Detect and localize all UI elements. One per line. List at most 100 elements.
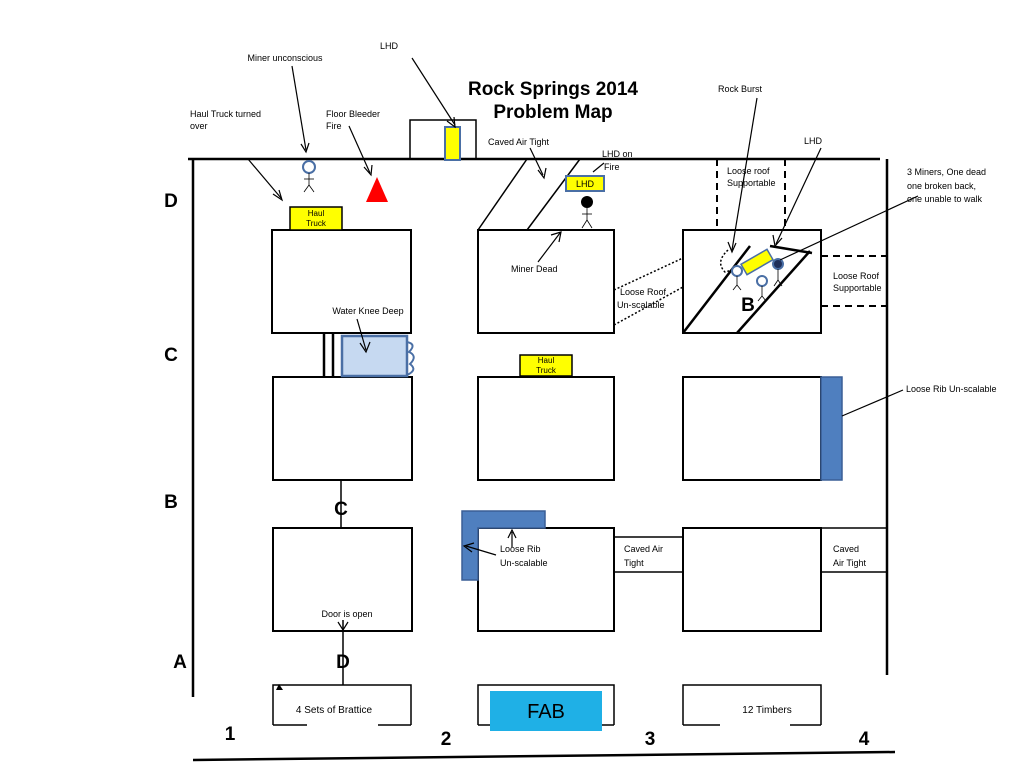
pillar-b2 xyxy=(477,527,615,632)
caved-air-tight-right-label-2: Air Tight xyxy=(833,558,867,568)
row-label-d: D xyxy=(164,191,178,212)
floor-bleeder-arrowhead xyxy=(363,164,373,177)
pillar-c1 xyxy=(272,376,413,481)
timbers-label: 12 Timbers xyxy=(742,705,791,716)
haul-truck-c2 xyxy=(519,354,573,377)
haul-truck-over-arrow xyxy=(247,158,282,199)
haul-truck-over-label-2: over xyxy=(190,121,208,131)
fab-box xyxy=(490,691,602,731)
pillar-c3 xyxy=(682,376,822,481)
burst-diagonal-3 xyxy=(769,244,813,255)
pillar-b3 xyxy=(682,527,822,632)
loose-rib-right-arrow xyxy=(841,389,904,417)
burst-diagonal-1 xyxy=(682,245,751,334)
loose-roof-supportable-right-label-2: Supportable xyxy=(833,283,882,293)
loose-roof-unscalable-dots-1 xyxy=(613,257,684,291)
small-marker xyxy=(276,684,283,690)
lhd-on-fire-arrow xyxy=(592,162,605,173)
loose-roof-supportable-top-label-1: Loose roof xyxy=(727,166,770,176)
miner-figure-2 xyxy=(772,258,784,287)
lhd-right-arrowhead xyxy=(772,234,783,248)
col-label-3: 3 xyxy=(645,729,656,750)
lhd-top-equipment xyxy=(444,126,461,161)
loose-rib-arrowhead-left xyxy=(462,542,475,553)
miner-unconscious-figure xyxy=(302,160,316,193)
caved-air-tight-top-label: Caved Air Tight xyxy=(488,137,550,147)
loose-rib-label-2: Un-scalable xyxy=(500,558,548,568)
loose-roof-supportable-right-area xyxy=(821,255,887,307)
lhd-on-fire-label-2: Fire xyxy=(604,162,620,172)
lhd-right-arrow xyxy=(775,147,822,245)
miner-dead-arrow xyxy=(537,232,561,263)
pillar-a1 xyxy=(272,684,412,726)
letter-c-marker: C xyxy=(334,499,348,520)
haul-truck-over-arrowhead xyxy=(272,189,284,202)
water-knee-deep-arrowhead xyxy=(359,341,371,354)
fire-icon xyxy=(366,177,388,202)
caved-air-tight-top-arrowhead xyxy=(537,167,547,180)
haul-truck-c2-tag-1: Haul xyxy=(538,356,555,365)
floor-bleeder-arrow xyxy=(348,125,371,174)
letter-d-marker: D xyxy=(336,652,350,673)
water-knee-deep-label: Water Knee Deep xyxy=(332,306,403,316)
haul-truck-over-label-1: Haul Truck turned xyxy=(190,109,261,119)
lhd-on-fire-tag: LHD xyxy=(576,179,595,189)
row-label-a: A xyxy=(173,652,187,673)
water-area xyxy=(340,334,409,378)
row-label-c: C xyxy=(164,345,178,366)
miner-figure-3 xyxy=(756,275,768,302)
loose-rib-b2 xyxy=(461,510,546,581)
caved-air-tight-right-label-1: Caved xyxy=(833,544,859,554)
three-miners-label-1: 3 Miners, One dead xyxy=(907,167,986,177)
lhd-top-arrow xyxy=(411,57,456,126)
caved-diagonal-1 xyxy=(477,158,528,231)
fab-label: FAB xyxy=(527,701,565,723)
floor-bleeder-label-1: Floor Bleeder xyxy=(326,109,380,119)
caved-diagonal-2 xyxy=(526,158,581,231)
caved-air-tight-top-arrow xyxy=(529,147,544,176)
lhd-on-fire-label-1: LHD on xyxy=(602,149,633,159)
loose-roof-supportable-top-label-2: Supportable xyxy=(727,178,776,188)
loose-rib-arrow-left xyxy=(465,545,497,556)
haul-truck-d1-tag-2: Truck xyxy=(306,219,327,228)
letter-b-burst: B xyxy=(741,295,755,316)
rock-burst-arrow xyxy=(731,97,758,251)
portal-box xyxy=(409,119,477,159)
miner-figure-1 xyxy=(731,265,743,291)
caved-air-tight-mid-label-1: Caved Air xyxy=(624,544,663,554)
lhd-burst-equipment xyxy=(739,248,775,276)
three-miners-label-3: one unable to walk xyxy=(907,194,983,204)
rock-burst-label: Rock Burst xyxy=(718,84,763,94)
pillar-d2 xyxy=(477,229,615,334)
miner-unconscious-arrowhead xyxy=(300,142,310,154)
pillar-c2 xyxy=(477,376,615,481)
col-label-2: 2 xyxy=(441,729,452,750)
col-label-1: 1 xyxy=(225,724,236,745)
pillar-d1 xyxy=(271,229,412,334)
miner-dead-figure xyxy=(581,196,593,229)
row-label-b: B xyxy=(164,492,178,513)
loose-rib-arrowhead-up xyxy=(507,528,517,539)
loose-rib-right-label: Loose Rib Un-scalable xyxy=(906,384,997,394)
three-miners-arrow xyxy=(779,195,919,261)
title-line-2: Problem Map xyxy=(493,102,612,123)
caved-air-tight-mid-label-2: Tight xyxy=(624,558,644,568)
lhd-top-label: LHD xyxy=(380,41,399,51)
title-line-1: Rock Springs 2014 xyxy=(468,79,638,100)
floor-bleeder-label-2: Fire xyxy=(326,121,342,131)
burst-diagonal-2 xyxy=(736,250,811,334)
water-splash xyxy=(406,341,415,376)
door-is-open-label: Door is open xyxy=(321,609,372,619)
miner-unconscious-label: Miner unconscious xyxy=(247,53,323,63)
lhd-right-label: LHD xyxy=(804,136,823,146)
miner-dead-label: Miner Dead xyxy=(511,264,558,274)
pillar-b1 xyxy=(272,527,413,632)
water-knee-deep-arrow xyxy=(356,318,367,351)
loose-roof-unscalable-label-1: Loose Roof xyxy=(620,287,667,297)
rock-burst-dotted-area xyxy=(719,249,741,273)
rock-burst-arrowhead xyxy=(727,241,737,254)
haul-truck-c2-tag-2: Truck xyxy=(536,366,557,375)
miner-unconscious-arrow xyxy=(291,65,307,151)
